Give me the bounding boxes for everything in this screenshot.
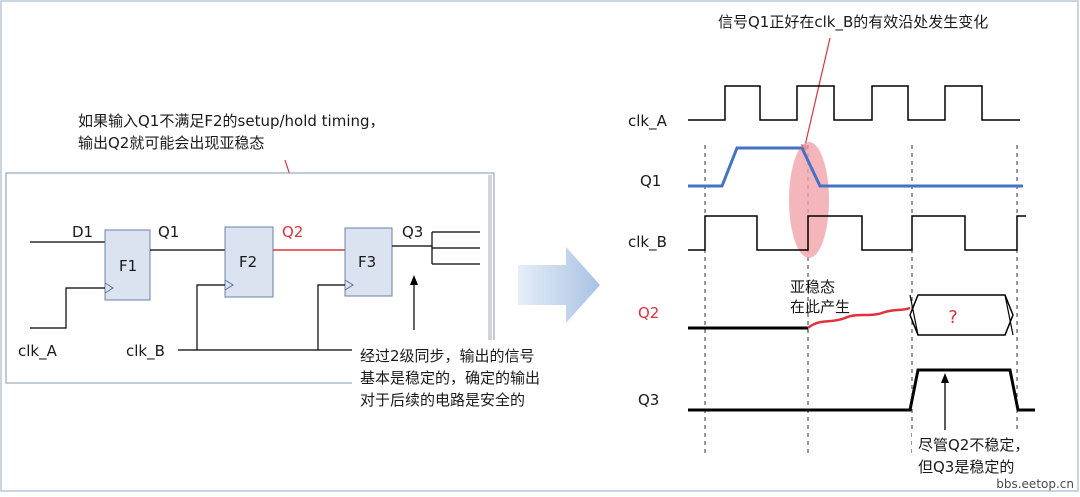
meta-note-line-1: 亚稳态 bbox=[790, 278, 835, 296]
label-q2: Q2 bbox=[282, 223, 303, 241]
wire-clk-b-f2 bbox=[196, 284, 225, 350]
left-bottom-note: 经过2级同步，输出的信号 基本是稳定的，确定的输出 对于后续的电路是安全的 bbox=[360, 347, 540, 409]
label-clk-a: clk_A bbox=[18, 342, 58, 361]
flop-f2-clock-mark bbox=[224, 279, 234, 291]
note-bottom-line-2: 基本是稳定的，确定的输出 bbox=[360, 369, 540, 387]
flop-f1-label: F1 bbox=[119, 257, 137, 275]
transition-arrow bbox=[518, 247, 600, 323]
note-bottom-line-1: 经过2级同步，输出的信号 bbox=[360, 347, 535, 365]
note-top-line-1: 如果输入Q1不满足F2的setup/hold timing， bbox=[78, 112, 385, 130]
metastability-window bbox=[789, 142, 829, 258]
note-bottom-bg bbox=[352, 340, 582, 410]
wave-clk-b bbox=[688, 215, 1026, 251]
q3-note-bg bbox=[912, 430, 1037, 480]
wave-q1 bbox=[688, 146, 1023, 188]
wire-clk-b-f3 bbox=[317, 284, 345, 350]
timing-note-top: 信号Q1正好在clk_B的有效沿处发生变化 bbox=[718, 13, 988, 32]
wave-q2-cross-right bbox=[1004, 294, 1014, 336]
label-q1: Q1 bbox=[158, 223, 179, 241]
watermark: bbs.eetop.cn bbox=[996, 477, 1074, 491]
flop-f3-label: F3 bbox=[358, 253, 376, 271]
q3-note-line-1: 尽管Q2不稳定， bbox=[918, 436, 1029, 454]
wave-label-clk-b: clk_B bbox=[628, 233, 667, 252]
label-d1: D1 bbox=[72, 223, 93, 241]
meta-note-line-2: 在此产生 bbox=[790, 298, 850, 316]
wave-q2-metastable bbox=[807, 306, 911, 329]
wave-label-q1: Q1 bbox=[640, 172, 661, 190]
flop-f1-clock-mark bbox=[104, 282, 114, 294]
wave-label-clk-a: clk_A bbox=[628, 112, 668, 131]
note-bottom-line-3: 对于后续的电路是安全的 bbox=[360, 391, 525, 409]
left-notes: 如果输入Q1不满足F2的setup/hold timing， 输出Q2就可能会出… bbox=[78, 112, 385, 152]
timing-note-arrow bbox=[801, 37, 831, 155]
wave-label-q2: Q2 bbox=[638, 304, 659, 322]
wave-clk-a bbox=[688, 85, 1020, 121]
circuit: D1 F1 Q1 F2 Q2 F3 Q3 clk_A clk_B bbox=[18, 223, 480, 361]
wave-label-q3: Q3 bbox=[638, 391, 659, 409]
flop-f3-clock-mark bbox=[344, 279, 354, 291]
q3-note-line-2: 但Q3是稳定的 bbox=[918, 458, 1014, 476]
wave-q2-unknown-mark: ? bbox=[948, 307, 958, 328]
label-q3: Q3 bbox=[402, 223, 423, 241]
wave-q2-unknown bbox=[909, 294, 1014, 336]
wire-clk-a bbox=[30, 287, 105, 329]
flop-f2-label: F2 bbox=[239, 253, 257, 271]
wave-q2-cross-left bbox=[909, 294, 919, 336]
wave-q3 bbox=[688, 368, 1035, 412]
note-top-line-2: 输出Q2就可能会出现亚稳态 bbox=[78, 134, 264, 152]
label-clk-b: clk_B bbox=[126, 342, 165, 361]
